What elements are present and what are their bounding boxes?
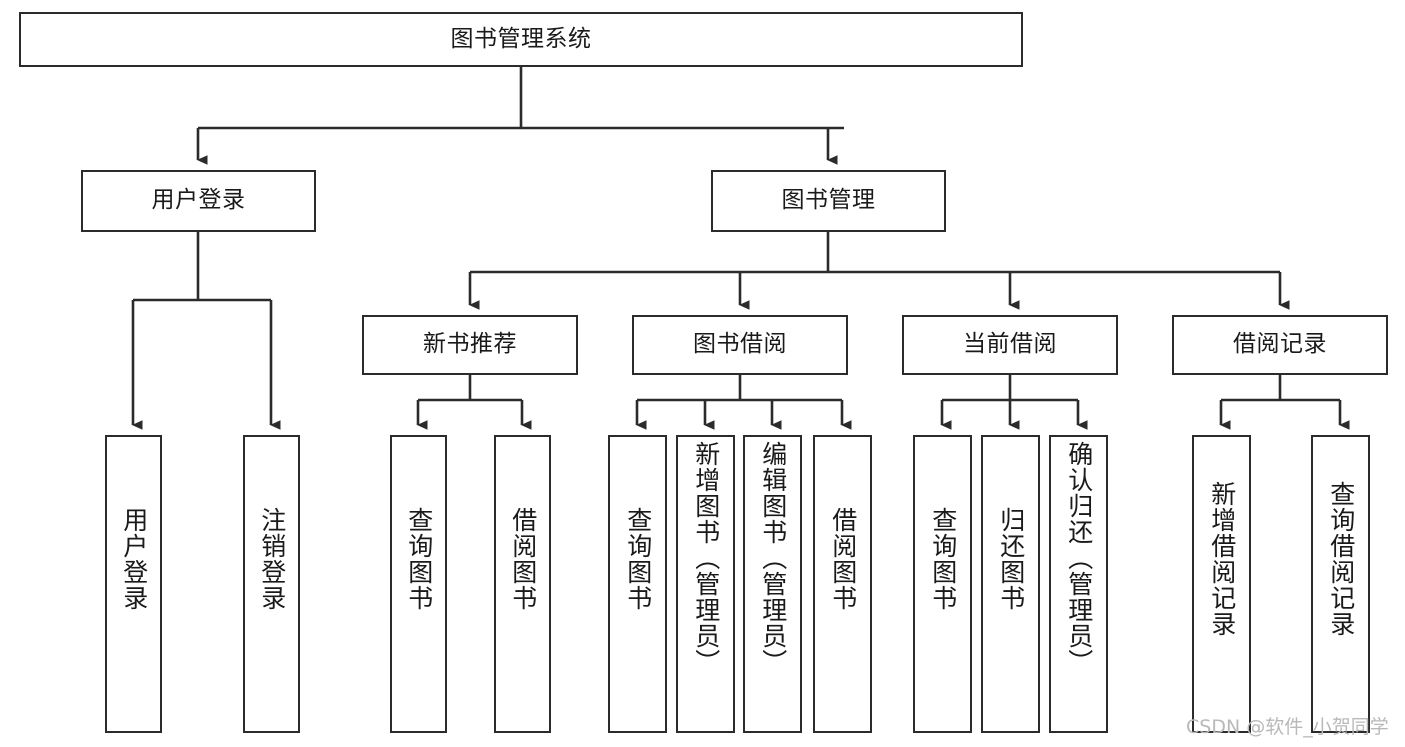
node-label: 借阅图书 xyxy=(508,507,538,611)
node-new-book-recommend[interactable]: 新书推荐 xyxy=(362,315,578,375)
leaf-current-return-book[interactable]: 归还图书 xyxy=(981,435,1040,733)
leaf-borrow-edit-book-admin[interactable]: 编辑图书（管理员） xyxy=(743,435,802,733)
leaf-records-query-record[interactable]: 查询借阅记录 xyxy=(1311,435,1370,733)
node-label: 查询借阅记录 xyxy=(1326,481,1356,637)
leaf-user-login-login[interactable]: 用户登录 xyxy=(105,435,162,733)
node-label: 归还图书 xyxy=(996,507,1026,611)
node-label: 借阅记录 xyxy=(1233,331,1327,358)
node-label: 借阅图书 xyxy=(828,507,858,611)
node-label: 用户登录 xyxy=(119,507,149,611)
node-borrow-records[interactable]: 借阅记录 xyxy=(1172,315,1388,375)
leaf-borrow-add-book-admin[interactable]: 新增图书（管理员） xyxy=(676,435,735,733)
node-label: 新书推荐 xyxy=(423,331,517,358)
node-label: 图书管理 xyxy=(781,187,876,214)
node-label: 查询图书 xyxy=(623,507,653,611)
node-label: 查询图书 xyxy=(928,507,958,611)
node-root-system[interactable]: 图书管理系统 xyxy=(19,12,1023,67)
leaf-new-book-borrow[interactable]: 借阅图书 xyxy=(494,435,551,733)
node-book-borrow[interactable]: 图书借阅 xyxy=(632,315,848,375)
node-label: 新增图书（管理员） xyxy=(691,441,721,675)
node-label: 注销登录 xyxy=(257,507,287,611)
node-book-management[interactable]: 图书管理 xyxy=(711,170,946,232)
node-label: 查询图书 xyxy=(404,507,434,611)
node-current-borrow[interactable]: 当前借阅 xyxy=(902,315,1118,375)
node-label: 图书管理系统 xyxy=(450,25,592,52)
node-user-login[interactable]: 用户登录 xyxy=(81,170,316,232)
node-label: 确认归还（管理员） xyxy=(1064,441,1094,675)
leaf-borrow-query-book[interactable]: 查询图书 xyxy=(608,435,667,733)
leaf-new-book-query[interactable]: 查询图书 xyxy=(390,435,447,733)
node-label: 用户登录 xyxy=(151,187,246,214)
node-label: 图书借阅 xyxy=(693,331,787,358)
node-label: 编辑图书（管理员） xyxy=(758,441,788,675)
node-label: 当前借阅 xyxy=(963,331,1057,358)
leaf-current-query-book[interactable]: 查询图书 xyxy=(913,435,972,733)
csdn-watermark: CSDN @软件_小贺同学 xyxy=(1186,716,1389,738)
leaf-current-confirm-return-admin[interactable]: 确认归还（管理员） xyxy=(1049,435,1108,733)
leaf-borrow-borrow-book[interactable]: 借阅图书 xyxy=(813,435,872,733)
leaf-records-add-record[interactable]: 新增借阅记录 xyxy=(1192,435,1251,733)
node-label: 新增借阅记录 xyxy=(1207,481,1237,637)
leaf-user-login-logout[interactable]: 注销登录 xyxy=(243,435,300,733)
